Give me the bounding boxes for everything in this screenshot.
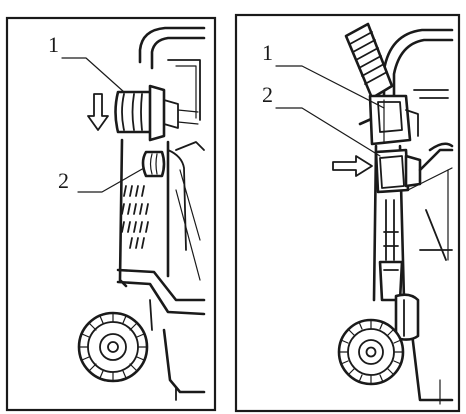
detail-leader xyxy=(407,167,453,191)
lower-latch xyxy=(394,293,420,341)
callout-label: 2 xyxy=(58,168,69,193)
leader-line xyxy=(275,107,381,157)
body-housing-right xyxy=(394,142,454,405)
leader-line xyxy=(77,167,145,193)
callout-label: 1 xyxy=(48,32,59,57)
vent-slots xyxy=(121,185,149,249)
handle-knob-upper xyxy=(114,84,199,142)
body-housing-left xyxy=(116,141,206,401)
leader-line xyxy=(275,65,385,109)
arrow-right-icon xyxy=(332,155,373,177)
panel-left: 1 2 xyxy=(5,16,217,412)
callout-2-left: 2 xyxy=(58,167,145,193)
arrow-down-icon xyxy=(87,93,109,131)
handle-frame-left xyxy=(138,26,206,121)
handle-knob-lower xyxy=(141,150,166,178)
leader-line xyxy=(61,57,125,93)
wheel-right xyxy=(337,318,405,386)
callout-label: 2 xyxy=(262,82,273,107)
callout-label: 1 xyxy=(262,40,273,65)
callout-1-left: 1 xyxy=(48,32,125,93)
callout-1-right: 1 xyxy=(262,40,385,109)
wheel-left xyxy=(77,311,149,383)
panel-right: 1 2 xyxy=(234,13,461,413)
upper-bracket xyxy=(368,94,419,146)
callout-2-right: 2 xyxy=(262,82,381,157)
lower-tube-left xyxy=(118,138,187,288)
